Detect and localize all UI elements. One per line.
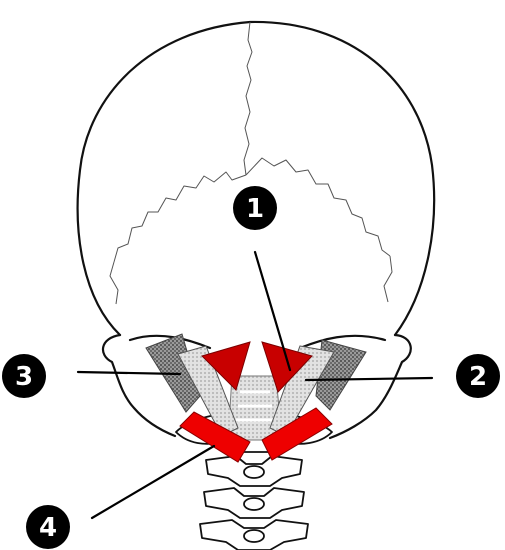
marker-4: 4 — [26, 505, 70, 549]
marker-1: 1 — [233, 186, 277, 230]
sutures — [110, 22, 392, 304]
marker-3: 3 — [2, 354, 46, 398]
sagittal-suture — [244, 22, 252, 175]
lambdoid-suture-left — [114, 172, 246, 262]
suture-minor-right — [384, 256, 392, 302]
suture-minor-left — [110, 262, 118, 304]
leader-line-4 — [92, 446, 214, 518]
marker-2: 2 — [456, 354, 500, 398]
marker-3-label: 3 — [15, 362, 33, 392]
marker-4-label: 4 — [39, 513, 57, 543]
marker-1-label: 1 — [246, 194, 264, 224]
marker-2-label: 2 — [469, 362, 487, 392]
cranium-outline — [78, 22, 435, 335]
